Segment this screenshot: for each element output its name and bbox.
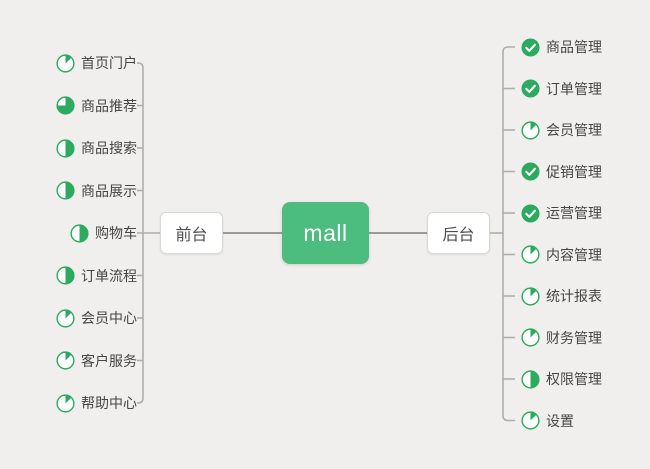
- progress-eighth-icon: [56, 351, 75, 370]
- mindmap-topic[interactable]: 权限管理: [521, 368, 602, 390]
- mindmap-topic[interactable]: 财务管理: [521, 327, 602, 349]
- mindmap-topic[interactable]: 会员管理: [521, 119, 602, 141]
- topic-label: 商品推荐: [81, 97, 137, 114]
- topic-label: 商品展示: [81, 182, 137, 199]
- topic-label: 会员管理: [546, 122, 602, 138]
- topic-label: 订单流程: [81, 267, 137, 284]
- topic-label: 首页门户: [81, 55, 137, 71]
- progress-half-icon: [56, 181, 75, 200]
- topic-label: 权限管理: [546, 371, 602, 387]
- mindmap-topic[interactable]: 商品展示: [56, 180, 137, 202]
- back-branch-node[interactable]: 后台: [427, 212, 490, 254]
- mindmap-topic[interactable]: 购物车: [70, 222, 137, 244]
- task-done-icon: [521, 37, 540, 57]
- progress-half-icon: [56, 266, 75, 285]
- mindmap-topic[interactable]: 帮助中心: [56, 392, 137, 414]
- progress-half-icon: [70, 223, 89, 243]
- task-done-icon: [521, 162, 540, 181]
- root-node-mall[interactable]: mall: [282, 202, 369, 264]
- root-node-label: mall: [303, 219, 348, 246]
- topic-label: 设置: [546, 412, 574, 429]
- topic-label: 客户服务: [81, 352, 137, 369]
- topic-label: 商品搜索: [81, 140, 137, 156]
- topic-label: 统计报表: [546, 288, 602, 304]
- topic-label: 内容管理: [546, 246, 602, 263]
- progress-eighth-icon: [521, 411, 540, 430]
- topic-label: 商品管理: [546, 39, 602, 55]
- mindmap-topic[interactable]: 商品搜索: [56, 137, 137, 159]
- mindmap-topic[interactable]: 会员中心: [56, 307, 137, 329]
- progress-eighth-icon: [521, 120, 540, 140]
- progress-eighth-icon: [56, 308, 75, 328]
- front-branch-node[interactable]: 前台: [160, 212, 223, 254]
- task-done-icon: [521, 79, 540, 98]
- mindmap-topic[interactable]: 首页门户: [56, 52, 137, 74]
- topic-label: 购物车: [95, 225, 137, 241]
- mindmap-topic[interactable]: 商品推荐: [56, 95, 137, 117]
- progress-eighth-icon: [521, 328, 540, 347]
- mindmap-topic[interactable]: 运营管理: [521, 202, 602, 224]
- progress-half-icon: [56, 138, 75, 158]
- topic-label: 促销管理: [546, 163, 602, 180]
- topic-label: 帮助中心: [81, 395, 137, 411]
- topic-label: 运营管理: [546, 205, 602, 221]
- mindmap-topic[interactable]: 统计报表: [521, 285, 602, 307]
- mindmap-topic[interactable]: 客户服务: [56, 350, 137, 372]
- mindmap-topic[interactable]: 商品管理: [521, 36, 602, 58]
- progress-eighth-icon: [521, 286, 540, 306]
- topic-label: 会员中心: [81, 310, 137, 326]
- progress-eighth-icon: [56, 53, 75, 73]
- mindmap-topic[interactable]: 订单流程: [56, 265, 137, 287]
- progress-eighth-icon: [521, 245, 540, 264]
- mindmap-topic[interactable]: 促销管理: [521, 161, 602, 183]
- mindmap-topic[interactable]: 内容管理: [521, 244, 602, 266]
- topic-label: 订单管理: [546, 80, 602, 97]
- task-done-icon: [521, 203, 540, 223]
- mindmap-topic[interactable]: 设置: [521, 410, 574, 432]
- front-branch-label: 前台: [175, 227, 208, 244]
- progress-three-quarter-icon: [56, 96, 75, 115]
- back-branch-label: 后台: [442, 227, 475, 244]
- mindmap-topic[interactable]: 订单管理: [521, 78, 602, 100]
- progress-eighth-icon: [56, 393, 75, 413]
- topic-label: 财务管理: [546, 329, 602, 346]
- progress-half-icon: [521, 369, 540, 389]
